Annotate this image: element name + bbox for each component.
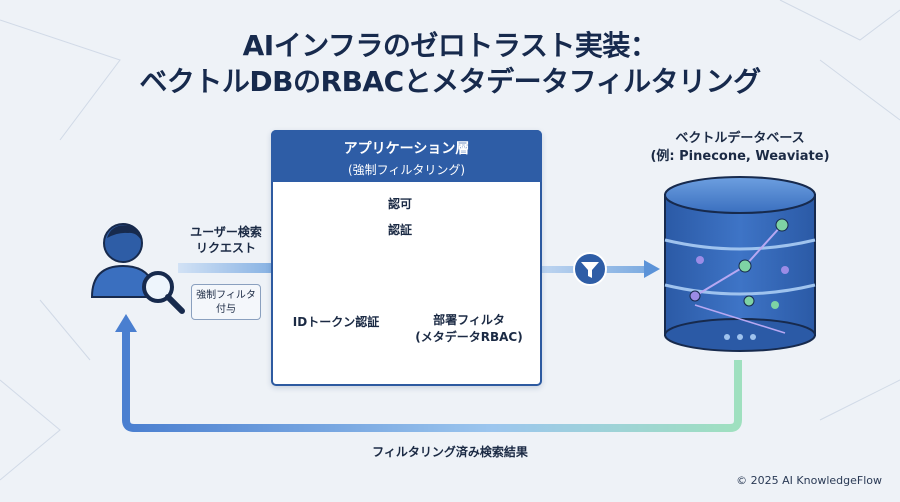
result-return-arrow (115, 314, 742, 432)
request-label-line-1: ユーザー検索 (190, 225, 262, 239)
vector-db-subtitle: (例: Pinecone, Weaviate) (650, 149, 830, 164)
title-line-1: AIインフラのゼロトラスト実装： (242, 29, 658, 62)
id-token-label: IDトークン認証 (292, 315, 380, 329)
funnel-icon (581, 262, 599, 278)
dept-filter-line-2: (メタデータRBAC) (415, 330, 523, 344)
dept-filter-label: 部署フィルタ (メタデータRBAC) (404, 312, 534, 346)
app-layer-subtitle: (強制フィルタリング) (347, 163, 466, 177)
filtered-query-arrow (508, 252, 660, 286)
authentication-label: 認証 (388, 223, 413, 237)
database-icon (664, 176, 816, 352)
badge-line-1: 強制フィルタ (196, 290, 256, 301)
page-title: AIインフラのゼロトラスト実装： ベクトルDBのRBACとメタデータフィルタリン… (0, 28, 900, 100)
copyright-text: © 2025 AI KnowledgeFlow (736, 474, 882, 487)
title-line-2: ベクトルDBのRBACとメタデータフィルタリング (139, 65, 761, 98)
vector-db-title: ベクトルデータベース (675, 131, 805, 146)
authorization-label: 認可 (388, 197, 413, 211)
result-label: フィルタリング済み検索結果 (372, 445, 528, 459)
badge-line-2: 付与 (216, 304, 236, 315)
application-layer-header: アプリケーション層 (強制フィルタリング) (271, 130, 542, 182)
request-label: ユーザー検索 リクエスト (176, 224, 276, 256)
app-layer-title: アプリケーション層 (343, 141, 470, 157)
vector-db-label: ベクトルデータベース (例: Pinecone, Weaviate) (620, 130, 860, 166)
dept-filter-line-1: 部署フィルタ (433, 313, 505, 327)
forced-filter-badge: 強制フィルタ 付与 (191, 284, 261, 320)
user-search-icon (90, 223, 185, 314)
decorative-network-lines (0, 0, 900, 481)
request-label-line-2: リクエスト (195, 241, 256, 255)
